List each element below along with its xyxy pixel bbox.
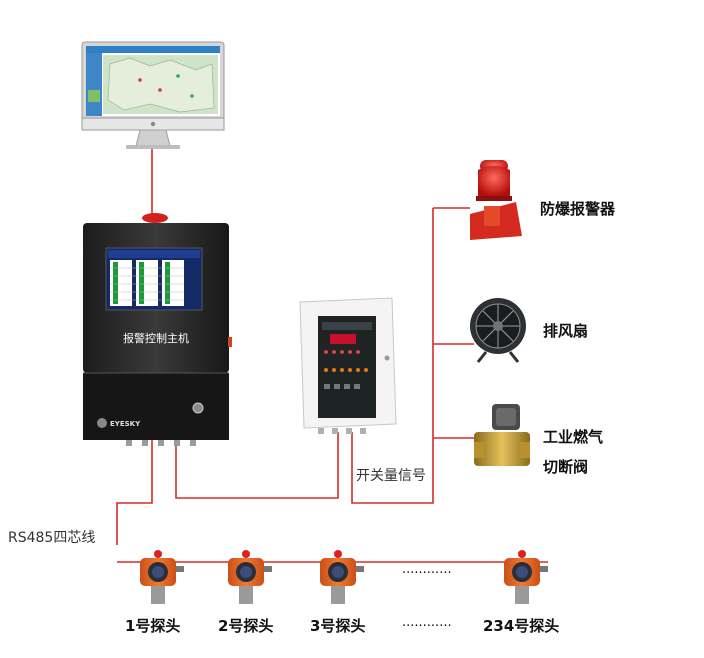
probe-label-234: 234号探头 (483, 617, 560, 635)
fan-label: 排风扇 (543, 322, 589, 340)
rs485-label: RS485四芯线 (8, 530, 96, 546)
alarm-siren-icon (470, 160, 522, 240)
gas-probe-icon (228, 550, 272, 604)
probe-ellipsis-upper: ............ (402, 562, 452, 577)
valve-label-line2: 切断阀 (543, 458, 589, 476)
probe-label-2: 2号探头 (218, 617, 274, 635)
alarm-label: 防爆报警器 (540, 200, 616, 218)
gas-probe-icon (140, 550, 184, 604)
exhaust-fan-icon (470, 298, 526, 363)
gas-probes (140, 550, 548, 604)
signal-controller-box (299, 297, 397, 434)
brand-logo-text: EYESKY (110, 420, 141, 428)
valve-label-line1: 工业燃气 (543, 428, 604, 446)
wiring-lines (116, 148, 548, 563)
alarm-controller-cabinet: 报警控制主机 EYESKY (83, 213, 232, 446)
cabinet-panel-label: 报警控制主机 (123, 331, 189, 345)
computer-monitor-icon (81, 41, 225, 149)
gas-probe-icon (320, 550, 364, 604)
gas-valve-icon (474, 404, 530, 466)
probe-label-3: 3号探头 (310, 617, 366, 635)
probe-label-1: 1号探头 (125, 617, 181, 635)
probe-ellipsis-lower: ............ (402, 615, 452, 630)
gas-probe-icon (504, 550, 548, 604)
switch-signal-label: 开关量信号 (356, 468, 426, 484)
